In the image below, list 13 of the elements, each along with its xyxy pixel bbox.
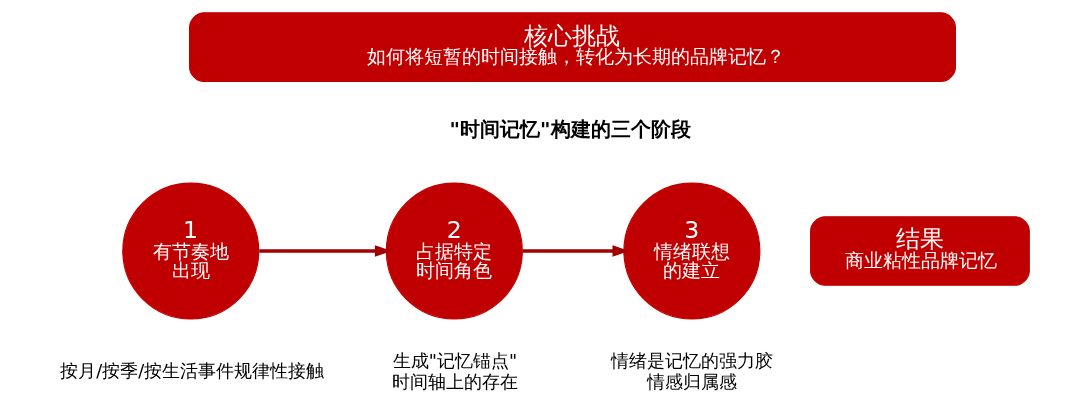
node-circle: 3 情绪联想的建立 <box>623 182 761 320</box>
node-label: 按月/按季/按生活事件规律性接触 <box>60 361 325 382</box>
node-label: 时间轴上的存在 <box>391 371 518 392</box>
node-label: 情绪是记忆的强力胶 <box>611 351 774 372</box>
node-circle: 2 占据特定时间角色 <box>385 182 523 320</box>
arrow <box>259 245 392 257</box>
node-label: 生成"记忆锚点" <box>392 351 518 372</box>
node-box: 核心挑战 如何将短暂的时间接触，转化为长期的品牌记忆？ <box>189 12 956 82</box>
node-label: 情感归属感 <box>646 371 737 392</box>
node-box: 结果 商业粘性品牌记忆 <box>810 216 1030 286</box>
node-circle: 1 有节奏地出现 <box>122 182 260 320</box>
label: "时间记忆"构建的三个阶段 <box>449 116 691 141</box>
arrow <box>522 245 630 257</box>
